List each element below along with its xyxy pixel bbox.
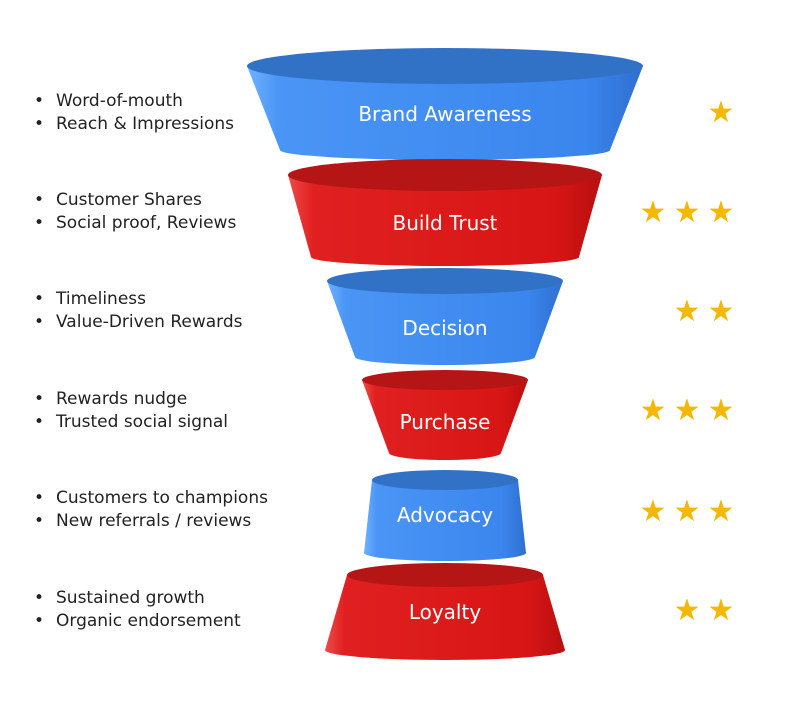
bullet-item: Customers to champions xyxy=(34,487,268,510)
star-icon: ★ xyxy=(639,494,667,529)
bullet-item: Reach & Impressions xyxy=(34,113,234,136)
bullet-item: Sustained growth xyxy=(34,587,241,610)
star-icon: ★ xyxy=(639,393,667,428)
stage-bullet-list: TimelinessValue-Driven Rewards xyxy=(34,288,243,334)
star-icon: ★ xyxy=(673,195,701,230)
stage-label: Decision xyxy=(402,316,487,340)
star-icon: ★ xyxy=(707,393,735,428)
stage-bullet-list: Customer SharesSocial proof, Reviews xyxy=(34,189,236,235)
stage-label: Purchase xyxy=(400,410,491,434)
bullet-item: New referrals / reviews xyxy=(34,510,268,533)
star-icon: ★ xyxy=(673,393,701,428)
funnel-rim xyxy=(327,268,563,294)
funnel-body xyxy=(364,480,526,561)
funnel-rim xyxy=(347,563,543,587)
bullet-item: Trusted social signal xyxy=(34,411,228,434)
funnel-rim xyxy=(362,370,528,390)
funnel-stage-brand-awareness: Brand Awareness xyxy=(247,48,643,160)
bullet-item: Organic endorsement xyxy=(34,610,241,633)
star-icon: ★ xyxy=(707,95,735,130)
stage-label: Advocacy xyxy=(397,503,493,527)
stage-label: Brand Awareness xyxy=(358,102,531,126)
funnel-rim xyxy=(247,48,643,84)
star-rating: ★★★ xyxy=(639,198,735,228)
star-icon: ★ xyxy=(707,494,735,529)
funnel-stage-loyalty: Loyalty xyxy=(325,563,565,660)
star-icon: ★ xyxy=(673,494,701,529)
funnel-rim xyxy=(288,159,602,191)
funnel-stage-build-trust: Build Trust xyxy=(288,159,602,266)
funnel-body xyxy=(247,66,643,160)
star-rating: ★★★ xyxy=(639,497,735,527)
bullet-item: Timeliness xyxy=(34,288,243,311)
funnel-body xyxy=(325,575,565,660)
bullet-item: Rewards nudge xyxy=(34,388,228,411)
funnel-stage-purchase: Purchase xyxy=(362,370,528,460)
star-rating: ★★ xyxy=(673,297,735,327)
stage-bullet-list: Customers to championsNew referrals / re… xyxy=(34,487,268,533)
star-icon: ★ xyxy=(707,593,735,628)
bullet-item: Value-Driven Rewards xyxy=(34,311,243,334)
stage-bullet-list: Word-of-mouthReach & Impressions xyxy=(34,90,234,136)
funnel-body xyxy=(362,380,528,460)
stage-label: Loyalty xyxy=(409,600,482,624)
star-icon: ★ xyxy=(707,294,735,329)
star-rating: ★★★ xyxy=(639,396,735,426)
funnel-stage-decision: Decision xyxy=(327,268,563,365)
funnel-body xyxy=(327,281,563,365)
star-icon: ★ xyxy=(673,294,701,329)
stage-bullet-list: Sustained growthOrganic endorsement xyxy=(34,587,241,633)
bullet-item: Social proof, Reviews xyxy=(34,212,236,235)
star-icon: ★ xyxy=(707,195,735,230)
star-icon: ★ xyxy=(673,593,701,628)
star-icon: ★ xyxy=(639,195,667,230)
bullet-item: Word-of-mouth xyxy=(34,90,234,113)
bullet-item: Customer Shares xyxy=(34,189,236,212)
stage-bullet-list: Rewards nudgeTrusted social signal xyxy=(34,388,228,434)
star-rating: ★★ xyxy=(673,596,735,626)
star-rating: ★ xyxy=(707,98,735,128)
funnel-rim xyxy=(372,470,518,490)
stage-label: Build Trust xyxy=(393,211,498,235)
funnel-stage-advocacy: Advocacy xyxy=(364,470,526,561)
funnel-body xyxy=(288,175,602,266)
